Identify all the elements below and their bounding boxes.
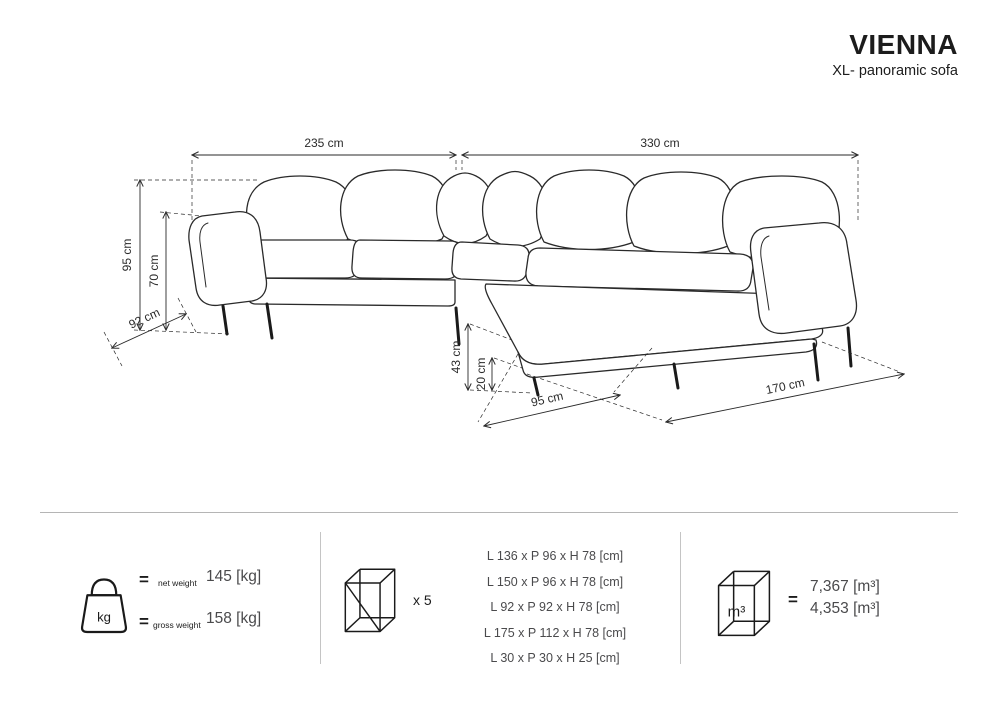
- right-armrest: [749, 221, 858, 335]
- package-list: L 136 x P 96 x H 78 [cm] L 150 x P 96 x …: [440, 544, 670, 672]
- kg-bag-icon: kg: [80, 578, 128, 634]
- header: VIENNA XL- panoramic sofa: [640, 29, 958, 80]
- page-subtitle: XL- panoramic sofa: [832, 63, 958, 79]
- left-armrest: [188, 210, 268, 307]
- vertical-divider-2: [680, 532, 681, 664]
- volume-equals: =: [788, 590, 798, 609]
- page-title: VIENNA: [849, 29, 958, 60]
- dim-width-right: 330 cm: [640, 136, 679, 150]
- seat-cushions: [246, 239, 754, 307]
- package-dimension-row: L 92 x P 92 x H 78 [cm]: [490, 600, 620, 614]
- dim-width-left: 235 cm: [304, 136, 343, 150]
- volume-value-2: 4,353 [m³]: [810, 600, 880, 617]
- weight-section: kg = net weight 145 [kg] = gross weight …: [40, 540, 320, 670]
- gross-weight-label: gross weight: [153, 620, 201, 630]
- net-weight-value: 145 [kg]: [206, 568, 262, 585]
- gross-weight-value: 158 [kg]: [206, 610, 262, 627]
- dim-height-seat-back: 70 cm: [147, 255, 161, 288]
- package-dimension-row: L 136 x P 96 x H 78 [cm]: [486, 549, 624, 563]
- dimension-lines: 235 cm 330 cm 95 cm 70 cm 92 cm 43 cm: [103, 136, 904, 426]
- volume-box-icon: m³: [717, 570, 771, 637]
- net-weight-label: net weight: [158, 578, 197, 588]
- gross-weight-equals: =: [139, 612, 149, 631]
- volume-value-1: 7,367 [m³]: [810, 578, 880, 595]
- sofa-technical-drawing: 235 cm 330 cm 95 cm 70 cm 92 cm 43 cm: [103, 136, 1000, 490]
- dim-chaise-width: 170 cm: [764, 375, 805, 397]
- vertical-divider-1: [320, 532, 321, 664]
- m3-label: m³: [728, 604, 746, 621]
- package-dimension-row: L 30 x P 30 x H 25 [cm]: [490, 651, 620, 665]
- volume-section: m³ = 7,367 [m³] 4,353 [m³]: [680, 540, 960, 670]
- kg-label: kg: [97, 610, 111, 625]
- net-weight-equals: =: [139, 570, 149, 589]
- chaise-section: [484, 283, 824, 378]
- package-dimension-row: L 150 x P 96 x H 78 [cm]: [486, 574, 624, 589]
- dim-base-height: 20 cm: [474, 358, 488, 391]
- package-box-icon: [344, 568, 396, 633]
- packages-section: x 5 L 136 x P 96 x H 78 [cm] L 150 x P 9…: [320, 540, 680, 670]
- package-count: x 5: [413, 592, 432, 608]
- dim-height-total: 95 cm: [120, 239, 134, 272]
- horizontal-divider: [40, 512, 958, 513]
- dim-seat-height: 43 cm: [449, 341, 463, 374]
- package-dimension-row: L 175 x P 112 x H 78 [cm]: [483, 625, 627, 640]
- dim-chaise-depth: 95 cm: [530, 389, 565, 410]
